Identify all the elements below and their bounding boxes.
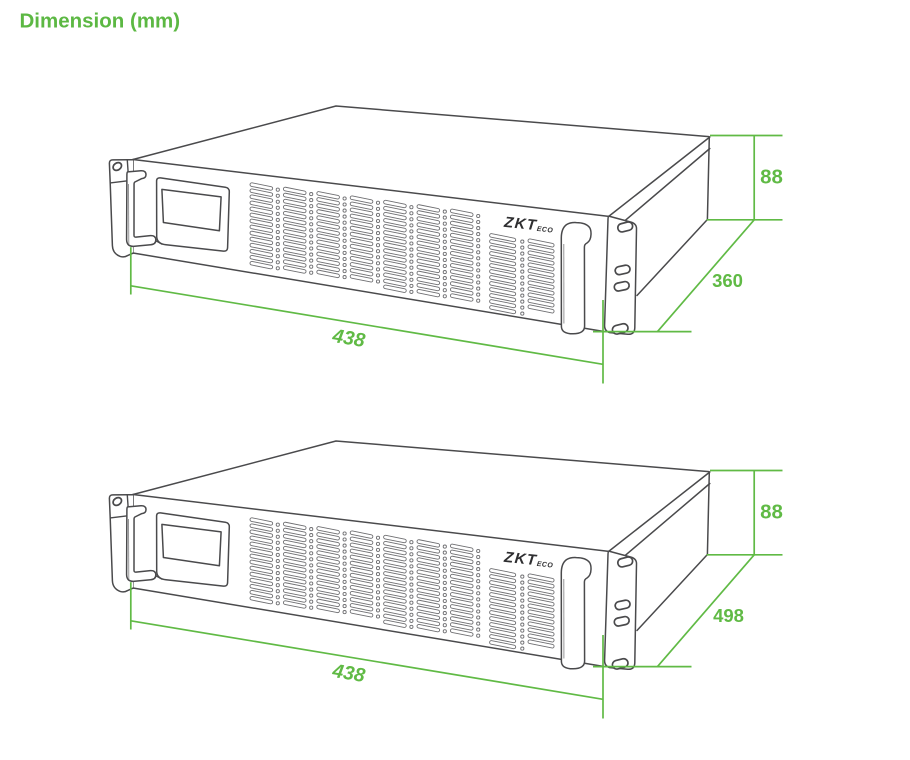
svg-text:498: 498 [713,605,744,626]
svg-text:Dimension (mm): Dimension (mm) [20,10,181,33]
svg-text:360: 360 [712,270,743,291]
